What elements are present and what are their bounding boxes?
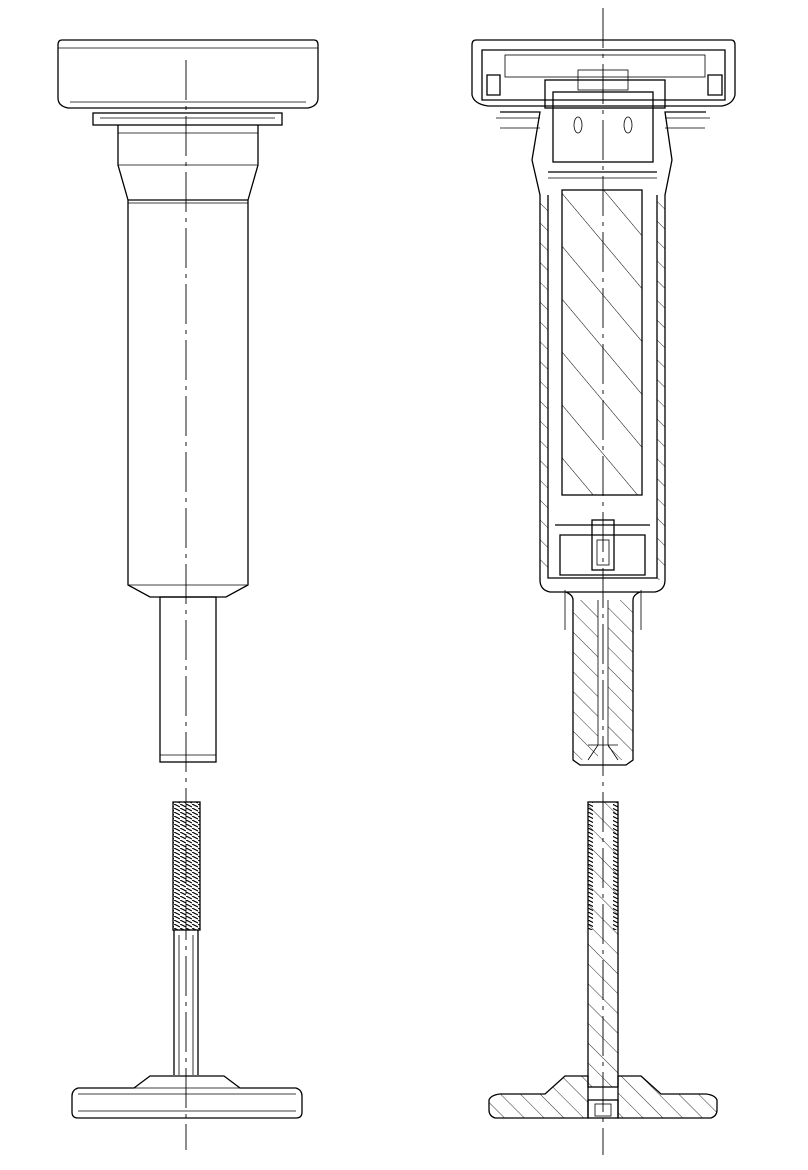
flange [92,112,283,126]
exterior-view [57,39,319,1150]
piston-rod [159,596,217,763]
body-tube [127,200,249,598]
foot-section [488,1075,718,1119]
section-view [471,8,736,1155]
bolt-shaft [173,930,199,1075]
threaded-section [172,801,201,931]
inner-insert [561,189,643,496]
foot-base [71,1075,303,1119]
cap [57,39,319,109]
neck [117,125,259,201]
housing-section [531,159,673,593]
cap-section [471,39,736,107]
